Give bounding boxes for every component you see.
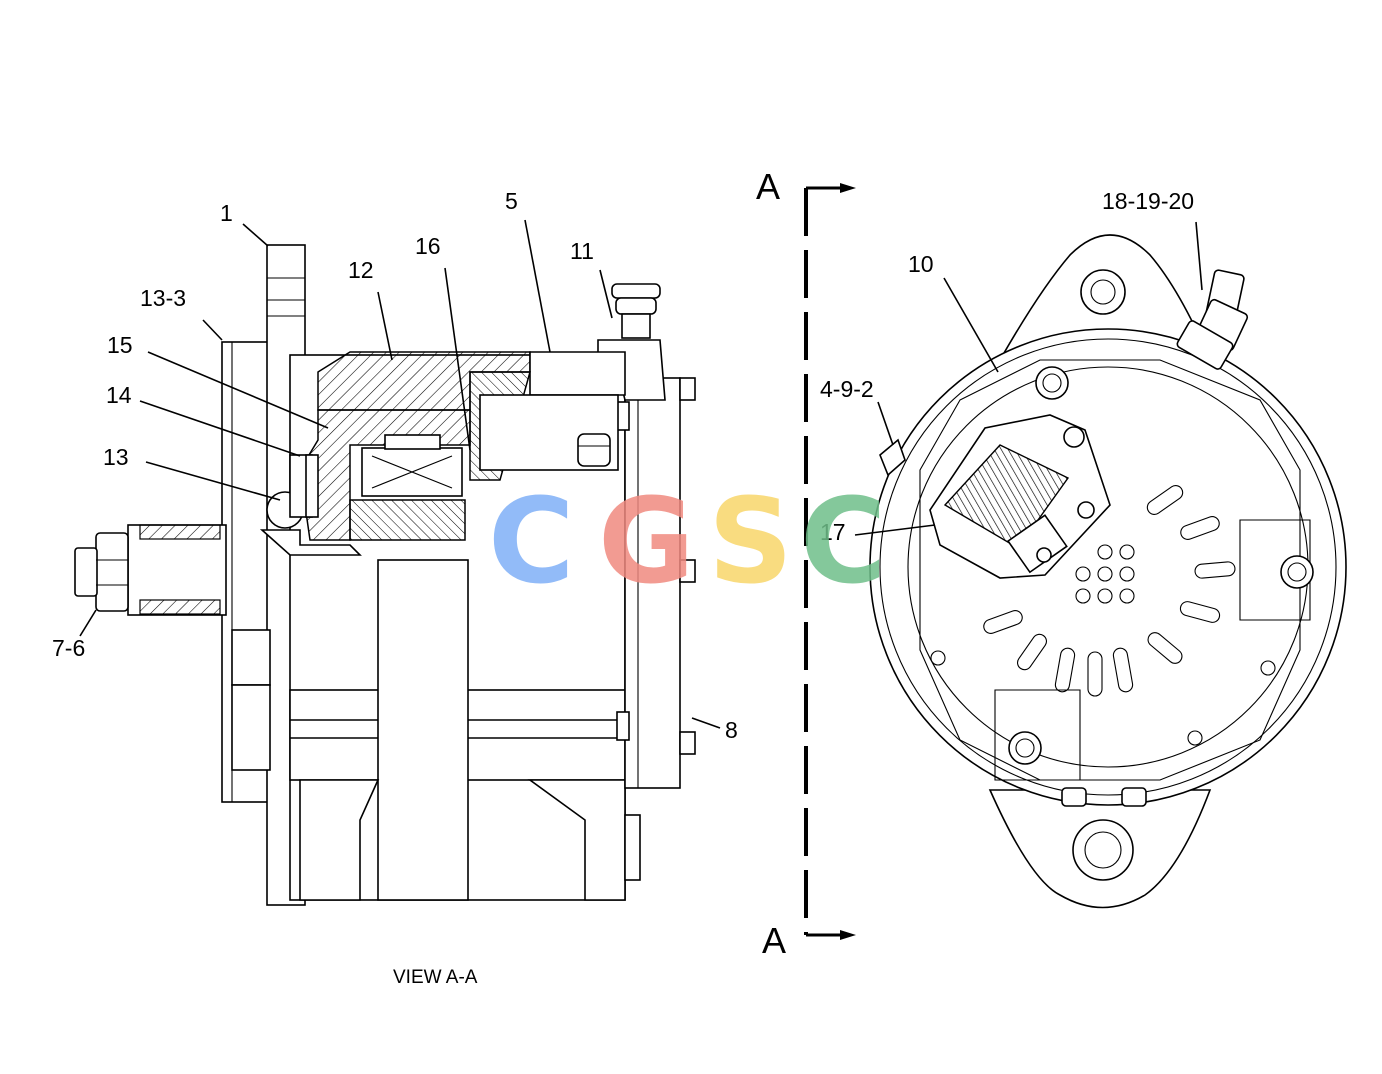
callout-11: 11	[570, 238, 594, 264]
callout-10: 10	[908, 251, 934, 277]
section-line: A A	[756, 166, 856, 961]
watermark-letter: C	[488, 472, 575, 610]
rear-housing	[869, 328, 1347, 806]
rear-view-callouts: 10 18-19-20 4-9-2 17	[820, 188, 1194, 545]
callout-8: 8	[725, 717, 738, 743]
callout-14: 14	[106, 382, 132, 408]
section-label-top: A	[756, 166, 780, 207]
watermark-letter: C	[800, 472, 887, 610]
rear-bolt-hole	[1280, 555, 1314, 589]
callout-13: 13	[103, 444, 129, 470]
side-view-leaders	[79, 219, 721, 729]
watermark-letter: G	[598, 472, 695, 610]
callout-7-6: 7-6	[52, 635, 85, 661]
rear-bolt-hole	[1035, 366, 1069, 400]
watermark-logo: C G S C	[488, 472, 887, 610]
callout-1: 1	[220, 200, 233, 226]
rear-view-alternator	[869, 234, 1347, 909]
callout-13-3: 13-3	[140, 285, 186, 311]
callout-17: 17	[820, 519, 846, 545]
section-label-bottom: A	[762, 920, 786, 961]
shaft-nut	[95, 532, 129, 612]
callout-12: 12	[348, 257, 374, 283]
terminal-stud	[611, 283, 661, 299]
center-holes	[1075, 544, 1135, 604]
callout-15: 15	[107, 332, 133, 358]
callout-16: 16	[415, 233, 441, 259]
rear-view-leaders	[854, 221, 1203, 536]
side-view-callouts: 1 13-3 15 14 13 12 16 5 11 7-6 8	[52, 188, 738, 743]
side-bracket	[879, 438, 906, 477]
watermark-letter: S	[708, 472, 793, 610]
side-view-alternator	[74, 244, 696, 906]
callout-4-9-2: 4-9-2	[820, 376, 874, 402]
callout-18-19-20: 18-19-20	[1102, 188, 1194, 214]
callout-5: 5	[505, 188, 518, 214]
rear-bolt-hole	[1008, 731, 1042, 765]
rear-end-frame	[624, 377, 681, 789]
bracket-bolt	[577, 433, 611, 467]
vent-slots	[983, 484, 1236, 697]
view-caption: VIEW A-A	[393, 967, 478, 988]
